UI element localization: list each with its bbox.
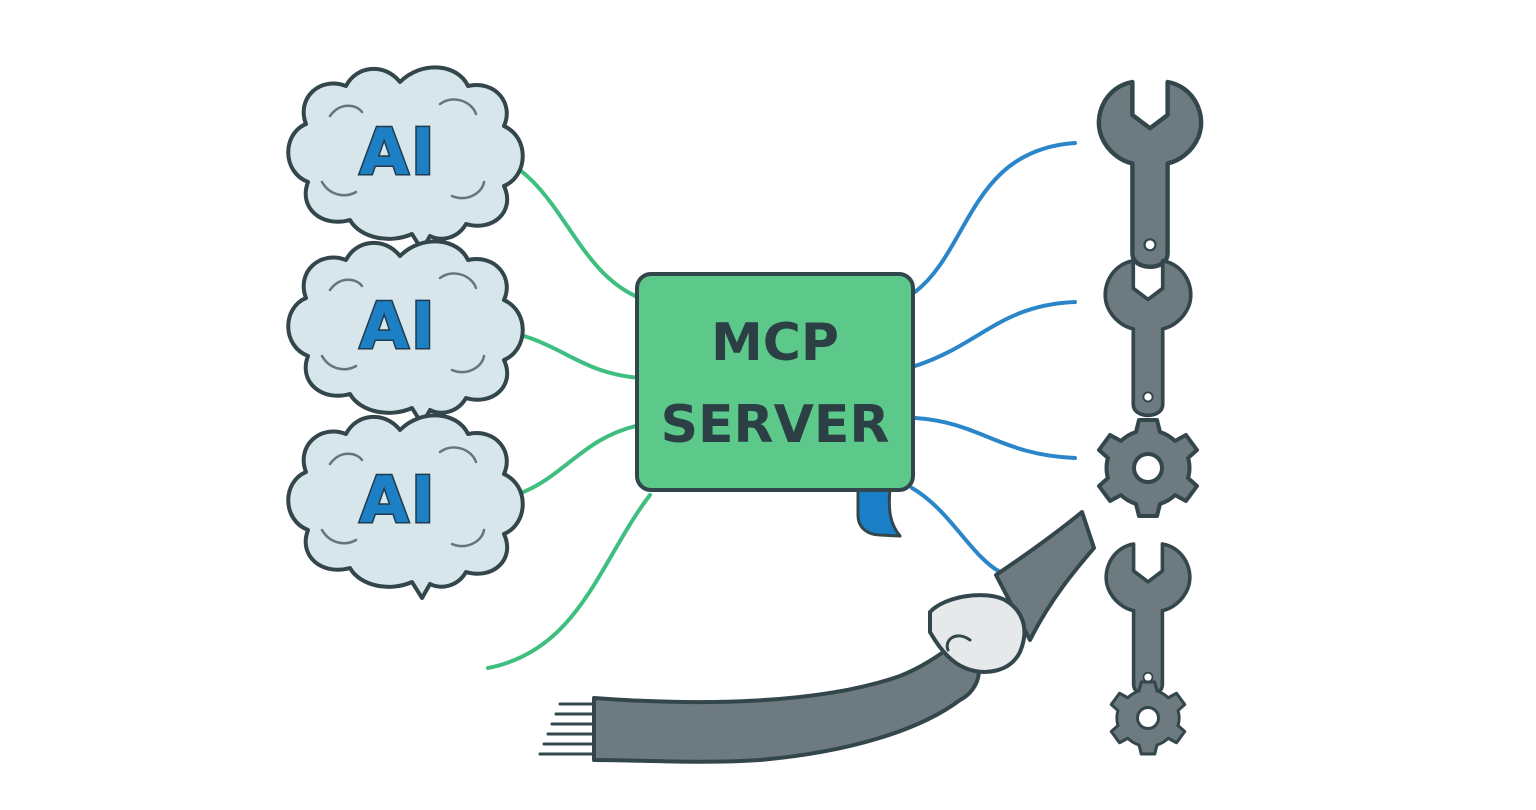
tool-wrench-3	[1104, 542, 1192, 698]
server-title-line2: SERVER	[661, 395, 890, 455]
ai-label: AI	[359, 464, 436, 538]
connector-loose	[486, 493, 652, 670]
ribbon-icon	[856, 486, 902, 538]
ai-label: AI	[359, 290, 436, 364]
wrench-icon	[1099, 82, 1201, 267]
connector-tool-2	[913, 300, 1077, 368]
server-box	[635, 272, 915, 492]
tool-wrench-1	[1099, 82, 1201, 267]
wrench-icon	[1104, 542, 1192, 698]
right-connectors	[910, 141, 1077, 574]
left-connectors	[480, 150, 652, 670]
tool-gear-2	[1109, 680, 1187, 756]
ai-client-1: AI	[286, 65, 525, 252]
gloved-hand-icon	[538, 510, 1096, 764]
mcp-server: MCP SERVER	[635, 272, 915, 492]
connector-tool-1	[913, 141, 1077, 294]
ai-client-2: AI	[286, 239, 525, 426]
server-title-line1: MCP	[711, 313, 839, 373]
tool-wrench-2	[1103, 258, 1193, 418]
ai-label: AI	[359, 116, 436, 190]
gear-icon	[1109, 680, 1187, 756]
connector-hand	[910, 486, 1002, 574]
tool-gear-1	[1097, 418, 1199, 518]
connector-tool-3	[913, 416, 1077, 460]
wrench-icon	[1103, 258, 1193, 418]
gear-icon	[1097, 418, 1199, 518]
ai-client-3: AI	[286, 413, 525, 600]
